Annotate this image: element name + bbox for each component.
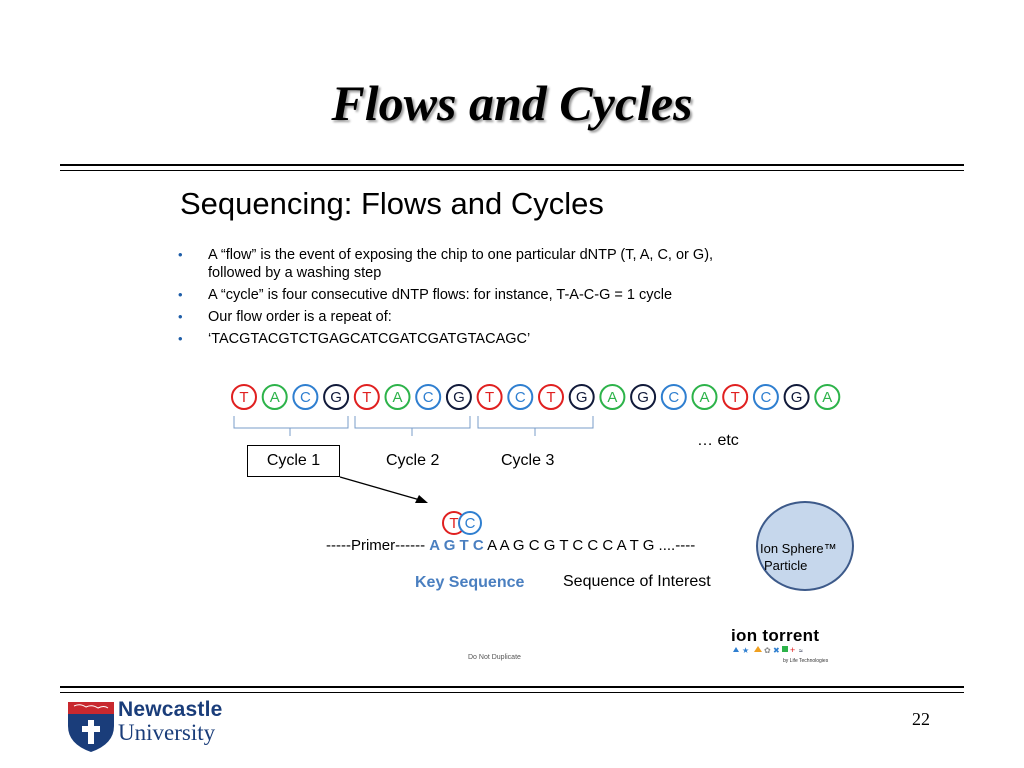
flow-circle: G [630,384,657,410]
flow-base-letter: T [731,389,740,406]
flow-base-letter: A [392,389,402,406]
bullet-item: • A “cycle” is four consecutive dNTP flo… [178,286,858,304]
flow-circle: C [752,384,779,410]
flow-base-letter: C [760,389,771,406]
flow-base-letter: T [546,389,555,406]
sequence-of-interest-label: Sequence of Interest [563,573,711,590]
ion-sphere-particle [756,501,854,591]
flow-circle: A [814,384,841,410]
flow-circle: T [353,384,380,410]
flow-circle: T [476,384,503,410]
flow-base-letter: C [423,389,434,406]
flow-base-letter: T [449,515,458,532]
flow-circle: G [445,384,472,410]
key-bases: A G T C [429,537,484,554]
bullet-item: • ‘TACGTACGTCTGAGCATCGATCGATGTACAGC’ [178,330,858,348]
bullet-marker: • [178,247,183,262]
sphere-label-line1: Ion Sphere™ [760,541,837,556]
bullet-marker: • [178,331,183,346]
flow-circle: C [292,384,319,410]
flow-circle: A [261,384,288,410]
flow-base-letter: A [699,389,709,406]
cycle-2-label: Cycle 2 [386,452,440,469]
flow-circle: A [384,384,411,410]
bullet-text: Our flow order is a repeat of: [208,309,392,325]
svg-text:+: + [790,645,795,655]
flow-circle: C [415,384,442,410]
highlight-circle: C [458,511,482,535]
ion-torrent-marks: ★ ✿ ✖ + ≈ [733,645,803,655]
flow-circle: C [660,384,687,410]
flow-base-letter: C [465,515,476,532]
flow-base-letter: G [330,389,342,406]
svg-text:★: ★ [742,646,749,655]
flow-base-letter: C [515,389,526,406]
bullet-marker: • [178,309,183,324]
flow-base-letter: G [637,389,649,406]
key-sequence-label: Key Sequence [415,574,525,591]
flow-base-letter: A [822,389,832,406]
slide-number: 22 [912,709,930,729]
slide-title: Flows and Cycles [331,75,693,131]
flow-circle: G [323,384,350,410]
bullet-text-continued: followed by a washing step [208,265,382,281]
bullet-marker: • [178,287,183,302]
university-name-line2: University [118,720,216,745]
sphere-label-line2: Particle [764,558,808,573]
sphere-label: Ion Sphere™ Particle [760,540,860,574]
flow-base-letter: T [239,389,248,406]
etc-text: … etc [697,432,739,449]
bullet-item: • A “flow” is the event of exposing the … [178,246,858,282]
flow-base-letter: A [607,389,617,406]
flow-base-letter: A [270,389,280,406]
flow-circle: T [231,384,257,410]
svg-text:✖: ✖ [773,646,780,655]
do-not-duplicate-text: Do Not Duplicate [468,654,521,661]
bullet-text: ‘TACGTACGTCTGAGCATCGATCGATGTACAGC’ [208,331,531,347]
bullet-item: • Our flow order is a repeat of: [178,308,858,326]
flow-circle: G [783,384,810,410]
flow-circle: A [599,384,626,410]
arrow-line [339,476,421,501]
top-rule-thin [60,170,964,171]
cycle3-bracket [477,416,594,436]
life-technologies-logo: by Life Technologies [783,658,829,664]
flow-base-letter: G [576,389,588,406]
bullet-list: • A “flow” is the event of exposing the … [178,246,858,352]
flow-circle: C [507,384,534,410]
flow-circle: A [691,384,718,410]
cycle2-bracket [354,416,471,436]
cycle-1-label: Cycle 1 [247,445,340,477]
ion-torrent-logo: ion torrent [731,626,820,645]
flow-base-letter: G [791,389,803,406]
bottom-rule-thick [60,686,964,688]
content-title: Sequencing: Flows and Cycles [180,186,604,221]
flow-base-letter: C [300,389,311,406]
bullet-text: A “cycle” is four consecutive dNTP flows… [208,287,673,303]
cycle1-bracket [233,416,349,436]
bottom-rule-thin [60,692,964,693]
flow-base-letter: G [453,389,465,406]
bullet-text: A “flow” is the event of exposing the ch… [208,247,714,263]
flow-base-letter: C [668,389,679,406]
sequence-line: -----Primer------ A G T C A A G C G T C … [326,537,695,555]
top-rule-thick [60,164,964,166]
primer-text: -----Primer------ [326,537,430,554]
flow-base-letter: T [485,389,494,406]
university-name-line1: Newcastle [118,698,223,721]
flow-circle: T [538,384,564,410]
svg-text:✿: ✿ [764,646,771,655]
svg-text:≈: ≈ [799,648,803,655]
flow-circle: T [722,384,749,410]
university-crest-icon [68,702,114,752]
cycle-3-label: Cycle 3 [501,452,555,469]
flow-circle: G [568,384,595,410]
flow-base-letter: T [362,389,371,406]
arrow-head [415,495,428,503]
interest-bases: A A G C G T C C C A T G ....---- [483,537,696,554]
